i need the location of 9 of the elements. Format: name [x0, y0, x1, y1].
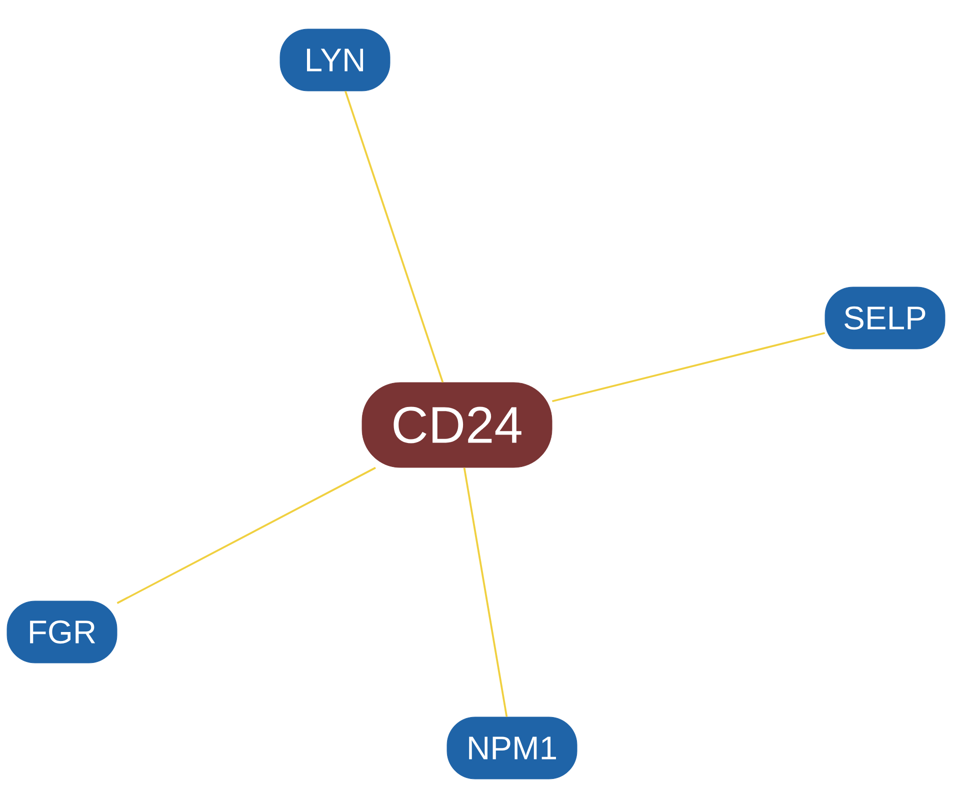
- edge-line: [344, 90, 444, 383]
- gene-node: LYN: [280, 28, 390, 92]
- gene-node: NPM1: [446, 716, 578, 780]
- edge-line: [463, 468, 508, 717]
- gene-node: FGR: [6, 600, 118, 664]
- edge-line: [552, 332, 825, 402]
- gene-node: CD24: [362, 382, 552, 468]
- edge-line: [116, 466, 376, 604]
- gene-node: SELP: [824, 286, 946, 350]
